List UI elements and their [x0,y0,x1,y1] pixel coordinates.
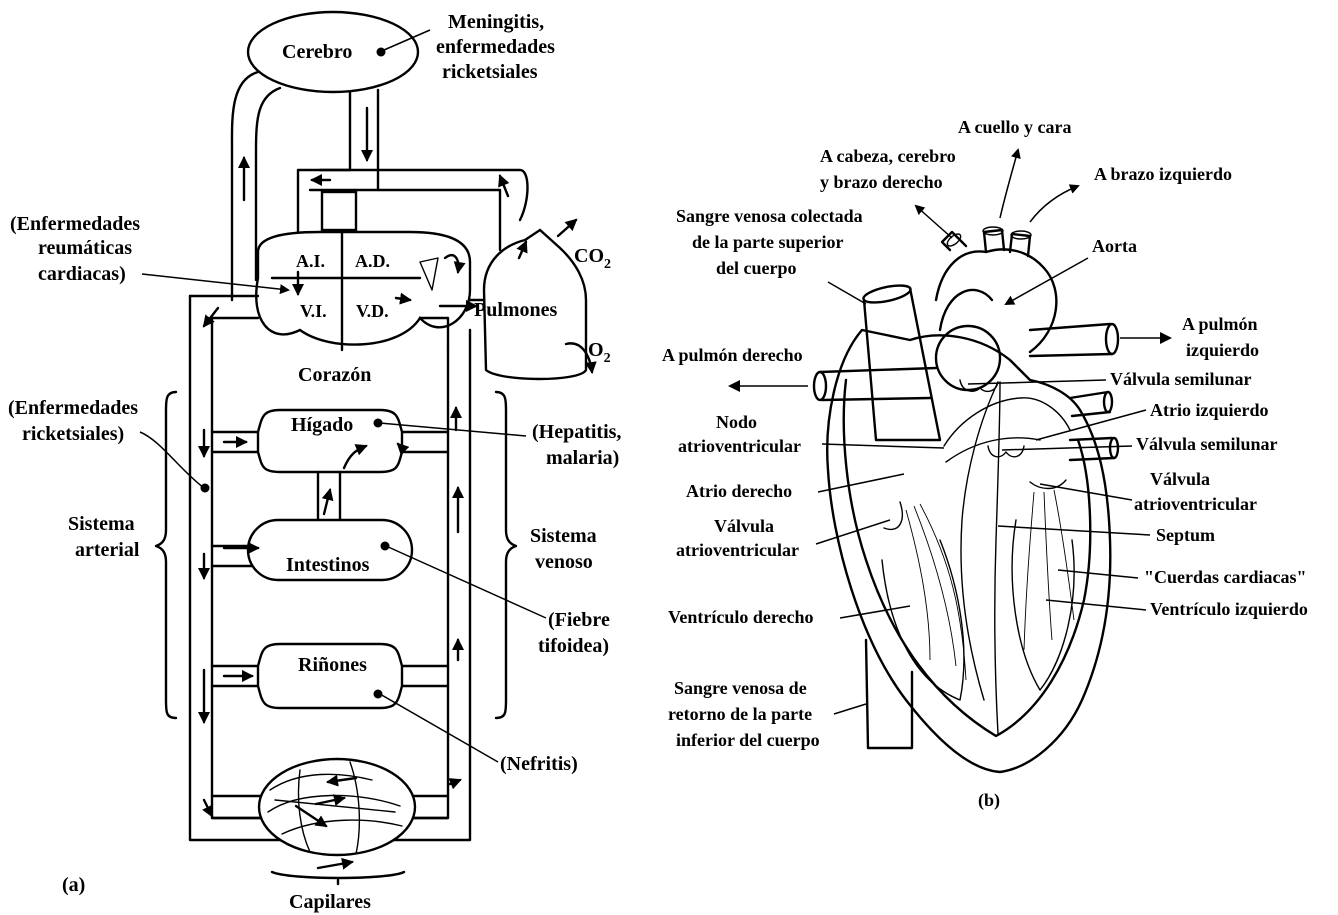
av-node-label-2: atrioventricular [678,436,801,456]
sup-venous-label-3: del cuerpo [716,258,797,278]
panel-b-label: (b) [978,790,1000,811]
av-valve-left-label-1: Válvula [1150,469,1210,489]
neck-face-label: A cuello y cara [958,117,1071,137]
nephritis-label: (Nefritis) [500,753,578,775]
right-lung-label: A pulmón derecho [662,345,803,365]
av-valve-right-label-1: Válvula [714,516,774,536]
meningitis-label-2: enfermedades [436,36,555,58]
superior-vena-cava [862,282,940,440]
lungs-label: Pulmones [474,299,558,321]
inf-venous-label-1: Sangre venosa de [674,678,807,698]
hepatitis-label-1: (Hepatitis, [532,421,621,443]
left-lung-label-2: izquierdo [1186,340,1259,360]
pulmonary-veins [1070,392,1118,460]
left-ventricle-label: V.I. [300,301,327,321]
right-atrium-label: Atrio derecho [686,481,792,501]
meningitis-label-3: ricketsiales [442,61,538,83]
arterial-system-label-1: Sistema [68,513,135,535]
aorta [936,227,1056,352]
right-ventricle-label: V.D. [356,301,389,321]
brain-label: Cerebro [282,41,352,63]
right-atrium-label: A.D. [355,251,390,271]
left-atrium-label: A.I. [296,251,325,271]
meningitis-label-1: Meningitis, [448,11,544,33]
arterial-system-label-2: arterial [75,539,140,561]
left-arm-label: A brazo izquierdo [1094,164,1232,184]
heart-outline [827,330,1110,772]
left-lung-label-1: A pulmón [1182,314,1258,334]
septum-label: Septum [1156,525,1215,545]
av-valve-left-label-2: atrioventricular [1134,494,1257,514]
left-ventricle-label: Ventrículo izquierdo [1150,599,1308,619]
rheumatic-label-3: cardiacas) [38,263,126,285]
inferior-vena-cava [866,640,912,748]
intestines-organ: Intestinos [248,520,412,580]
capillaries-label: Capilares [289,891,371,913]
kidneys-label: Riñones [298,654,367,676]
panel-a-schematic: Cerebro A.I. A.D. V.I. V.D. Corazón Pulm… [8,11,621,913]
typhoid-label-2: tifoidea) [538,635,609,657]
rickettsial-label-2: ricketsiales) [22,423,124,445]
liver-organ: Hígado [258,410,402,520]
sup-venous-label-2: de la parte superior [692,232,843,252]
head-brain-label-2: y brazo derecho [820,172,943,192]
rheumatic-label-2: reumáticas [38,237,132,259]
o2-label: O2 [588,339,611,366]
inf-venous-label-3: inferior del cuerpo [676,730,820,750]
heart-label: Corazón [298,364,371,386]
lungs-organ: Pulmones CO2 O2 [474,230,611,379]
heart-organ: A.I. A.D. V.I. V.D. Corazón [190,192,484,386]
rickettsial-label-1: (Enfermedades [8,397,138,419]
semilunar-valve-2-label: Válvula semilunar [1136,434,1278,454]
intestines-label: Intestinos [286,554,370,576]
sup-venous-label-1: Sangre venosa colectada [676,206,863,226]
kidneys-organ: Riñones [258,644,402,708]
capillaries-organ: Capilares [259,759,415,913]
aorta-label: Aorta [1092,236,1137,256]
pulmonary-arteries [814,324,1118,400]
rheumatic-label-1: (Enfermedades [10,213,140,235]
panel-b-labels: A cuello y cara A cabeza, cerebro y braz… [662,117,1308,750]
typhoid-label-1: (Fiebre [548,609,610,631]
venous-system-label-1: Sistema [530,525,597,547]
av-valve-right-label-2: atrioventricular [676,540,799,560]
chordae-label: "Cuerdas cardiacas" [1144,567,1306,587]
av-node-label-1: Nodo [716,412,757,432]
panel-a-label: (a) [62,874,85,896]
hepatitis-label-2: malaria) [546,447,619,469]
right-ventricle-label: Ventrículo derecho [668,607,814,627]
left-atrium-label: Atrio izquierdo [1150,400,1269,420]
liver-label: Hígado [291,414,353,436]
co2-label: CO2 [574,245,611,272]
inf-venous-label-2: retorno de la parte [668,704,812,724]
venous-system-label-2: venoso [535,551,593,573]
panel-b-heart-anatomy: A cuello y cara A cabeza, cerebro y braz… [662,117,1308,811]
heart-interior [882,380,1074,700]
head-brain-label-1: A cabeza, cerebro [820,146,956,166]
semilunar-valve-1-label: Válvula semilunar [1110,369,1252,389]
